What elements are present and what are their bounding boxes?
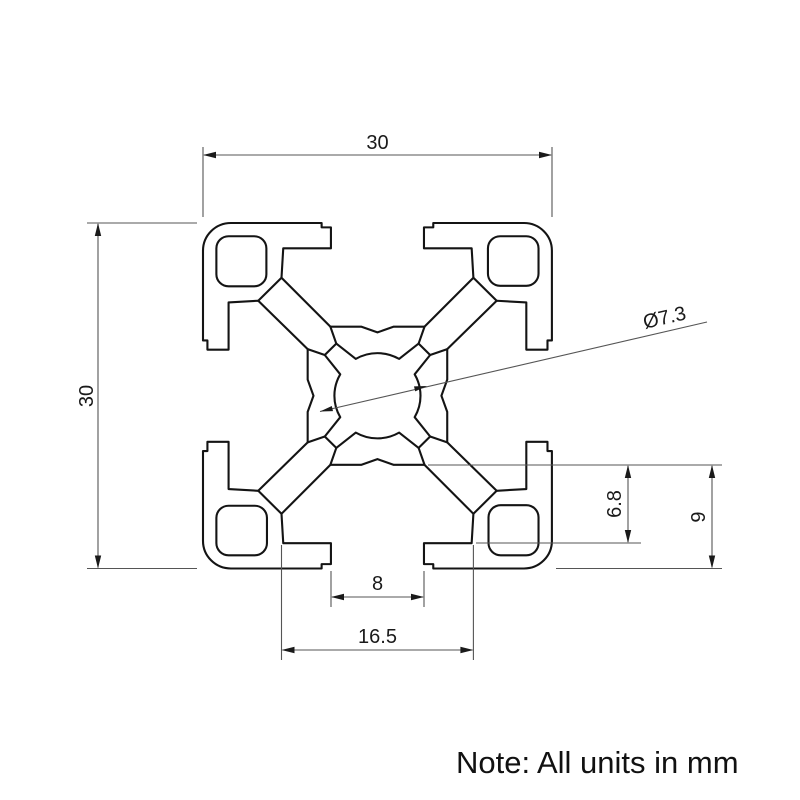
profile-quadrant-top bbox=[203, 223, 524, 355]
leader-line bbox=[319, 321, 708, 413]
dim-label-slot-opening: 8 bbox=[372, 573, 383, 595]
arrowhead-right bbox=[460, 646, 474, 654]
arrowhead-right bbox=[539, 151, 552, 159]
arrowhead-right bbox=[411, 593, 424, 601]
extension-lines bbox=[280, 545, 474, 660]
dim-label-slot-inner-width: 16.5 bbox=[358, 626, 397, 648]
dim-slot-lip-depth: 6.8 bbox=[604, 465, 632, 543]
dim-label-slot-depth: 9 bbox=[688, 511, 710, 522]
profile-quadrant-right bbox=[419, 223, 552, 541]
dim-label-overall-height: 30 bbox=[76, 385, 98, 407]
dim-overall-width: 30 bbox=[202, 132, 553, 217]
arrowhead-top bbox=[624, 465, 632, 478]
dim-overall-height: 30 bbox=[76, 222, 197, 570]
extension-lines bbox=[87, 222, 197, 570]
arrowhead-upper-right bbox=[414, 386, 427, 392]
dim-slot-depth: 9 bbox=[688, 465, 716, 569]
dim-slot-inner-width: 16.5 bbox=[280, 545, 474, 660]
arrowhead-left bbox=[331, 593, 344, 601]
arrowhead-bottom bbox=[624, 530, 632, 543]
arrowhead-top bbox=[94, 223, 102, 236]
arrowhead-top bbox=[708, 465, 716, 478]
corner-chamfer-and-web-lines bbox=[258, 278, 336, 355]
arrowhead-left bbox=[281, 646, 295, 654]
extension-lines bbox=[202, 147, 553, 217]
dim-label-slot-lip-depth: 6.8 bbox=[604, 490, 626, 518]
arrowhead-bottom bbox=[708, 555, 716, 569]
profile-quadrant-left bbox=[203, 251, 336, 569]
arrowhead-lower-left bbox=[320, 406, 333, 412]
dim-slot-opening: 8 bbox=[330, 571, 425, 607]
center-bore-outline bbox=[325, 344, 430, 448]
extension-lines bbox=[330, 571, 425, 607]
profile-quadrant-bottom bbox=[231, 437, 552, 569]
arrowhead-bottom bbox=[94, 555, 102, 569]
arrowhead-left bbox=[203, 151, 216, 159]
dim-label-center-bore: Ø7.3 bbox=[641, 303, 688, 334]
extrusion-profile bbox=[203, 223, 552, 569]
dim-label-overall-width: 30 bbox=[366, 132, 388, 154]
drawing-note: Note: All units in mm bbox=[456, 745, 739, 780]
dim-center-bore: Ø7.3 bbox=[319, 303, 708, 413]
outer-face-and-slot bbox=[203, 223, 524, 332]
right-extension-lines bbox=[428, 464, 722, 570]
corner-bore bbox=[216, 236, 266, 286]
